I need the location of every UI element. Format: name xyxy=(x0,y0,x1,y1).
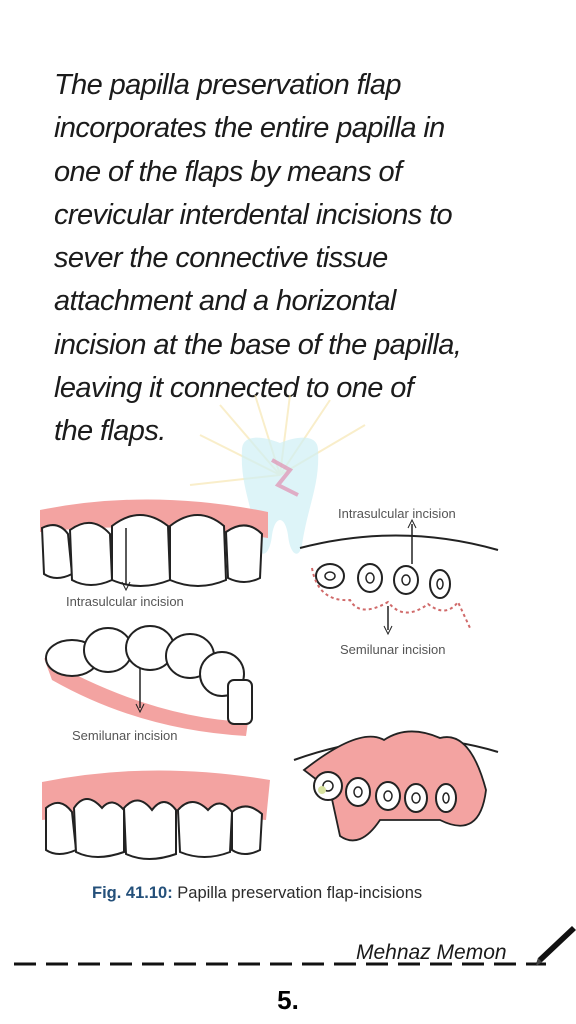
label-intrasulcular-right: Intrasulcular incision xyxy=(338,506,456,521)
signature-dashed-line xyxy=(14,962,546,966)
panel-papilla-flap-buccal xyxy=(42,770,270,860)
paragraph-line: incorporates the entire papilla in xyxy=(54,112,445,145)
panel-papilla-flap-occlusal xyxy=(293,730,499,842)
figure-illustration: Intrasulcular incision Semilunar incisio… xyxy=(40,499,499,860)
figure-number: Fig. 41.10: xyxy=(92,884,173,902)
paragraph-line: incision at the base of the papilla, xyxy=(54,328,462,361)
paragraph-line: attachment and a horizontal xyxy=(54,285,396,318)
author-signature: Mehnaz Memon xyxy=(356,941,507,964)
label-semilunar-left: Semilunar incision xyxy=(72,728,178,743)
panel-intrasulcular-anterior xyxy=(40,499,268,592)
paragraph-line: The papilla preservation flap xyxy=(54,69,402,101)
figure-caption: Fig. 41.10: Papilla preservation flap-in… xyxy=(92,884,422,903)
page-number: 5. xyxy=(277,985,299,1015)
panel-intrasulcular-occlusal xyxy=(299,518,499,636)
paragraph-line: leaving it connected to one of xyxy=(54,372,414,405)
caption-text: Papilla preservation flap-incisions xyxy=(172,884,423,902)
paragraph-line: sever the connective tissue xyxy=(54,242,388,275)
label-intrasulcular-left: Intrasulcular incision xyxy=(66,594,184,609)
body-paragraph: The papilla preservation flap incorporat… xyxy=(54,64,524,454)
paragraph-line: the flaps. xyxy=(54,415,166,448)
panel-semilunar-occlusal xyxy=(44,625,253,736)
pen-icon xyxy=(536,926,576,966)
paragraph-line: one of the flaps by means of xyxy=(54,155,402,188)
paragraph-line: crevicular interdental incisions to xyxy=(54,198,453,231)
label-semilunar-right: Semilunar incision xyxy=(340,642,446,657)
